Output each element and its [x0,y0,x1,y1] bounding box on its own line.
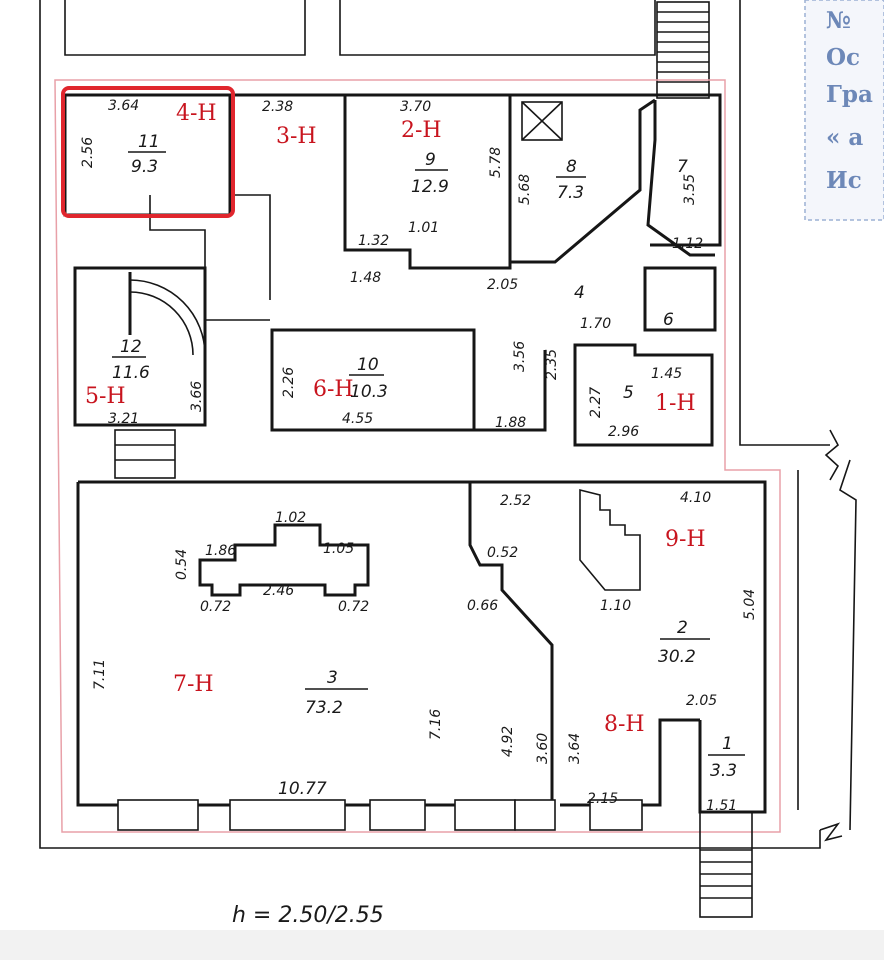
dimension-labels: 3.64 2.56 2.38 3.70 5.78 1.01 1.32 1.48 … [80,98,758,814]
room-2-area: 30.2 [658,647,696,667]
dim-label: 3.64 [567,733,583,764]
bottom-windows [117,799,643,831]
dim-label: 2.05 [686,693,717,709]
dim-label: 4.10 [680,490,711,506]
surrounding-walls [39,0,857,849]
dim-label: 2.38 [262,99,293,115]
dim-label: 5.68 [517,174,533,205]
dim-label: 1.32 [358,233,389,249]
dim-label: 1.86 [205,543,236,559]
room-10-number: 10 [357,355,379,375]
room-10-area: 10.3 [350,382,388,402]
unit-labels: 4-Н 3-Н 2-Н 5-Н 6-Н 1-Н 9-Н 7-Н 8-Н [85,101,706,737]
bottom-strip [0,930,884,960]
room-1-area: 3.3 [710,761,737,781]
room-9-area: 12.9 [411,177,449,197]
unit-6-label: 6-Н [313,377,354,402]
room-5-number: 5 [623,383,634,403]
dim-label: 3.64 [108,98,139,114]
room-labels: 11 9.3 9 12.9 8 7.3 7 4 6 5 12 11.6 10 1… [112,132,745,781]
unit-7-label: 7-Н [173,672,214,697]
room-9-number: 9 [425,150,436,170]
dim-label: 2.52 [500,493,531,509]
stamp-line-1: № [826,7,851,34]
room-8-area: 7.3 [557,183,584,203]
dim-label: 3.66 [189,381,205,412]
stamp-line-2: Ос [826,44,860,71]
dim-label: 2.05 [487,277,518,293]
room-2-number: 2 [677,618,688,638]
dim-label: 0.52 [487,545,518,561]
unit-3-label: 3-Н [276,124,317,149]
highlight-unit-4 [61,86,235,218]
dim-label: 2.46 [263,583,294,599]
dim-label: 1.45 [651,366,682,382]
entrance-stairs [114,429,753,918]
dim-label: 0.66 [467,598,498,614]
room-7-number: 7 [677,157,688,177]
room-11-number: 11 [138,132,160,152]
dim-label: 0.72 [338,599,369,615]
room-12-number: 12 [120,337,142,357]
unit-5-label: 5-Н [85,384,126,409]
dim-label: 1.48 [350,270,381,286]
room-12-area: 11.6 [112,363,150,383]
room-8-number: 8 [566,157,577,177]
dim-label: 1.88 [495,415,526,431]
room-1-number: 1 [722,734,733,754]
dim-label: 3.55 [682,174,698,205]
stamp-line-4: « а [826,124,863,151]
stamp-block: № Ос Гра « а Ис [804,0,884,221]
room-11-area: 9.3 [131,157,158,177]
room-4-number: 4 [574,283,585,303]
stamp-line-3: Гра [826,81,873,108]
unit-2-label: 2-Н [401,118,442,143]
ceiling-height-note: h = 2.50/2.55 [232,903,384,928]
room-3-area: 73.2 [305,698,343,718]
dim-label: 7.11 [92,659,108,690]
fixture [521,101,563,141]
dim-label: 1.51 [706,798,737,814]
dim-label: 5.04 [742,589,758,620]
dim-label: 0.54 [174,549,190,580]
room-6-number: 6 [663,310,674,330]
dim-label: 2.96 [608,424,639,440]
dim-label: 4.92 [500,726,516,757]
stamp-line-5: Ис [826,167,862,194]
dim-label: 2.35 [544,349,560,380]
top-stairs [656,1,710,99]
dim-label: 2.56 [80,137,96,168]
dim-label: 2.27 [588,387,604,418]
unit-4-label: 4-Н [176,101,217,126]
unit-9-label: 9-Н [665,527,706,552]
room-3-number: 3 [327,668,338,688]
dim-label: 1.05 [323,541,354,557]
dim-label: 4.55 [342,411,373,427]
premises-boundary [54,79,781,833]
dim-label: 0.72 [200,599,231,615]
dim-label: 1.12 [672,236,703,252]
dim-label: 2.15 [587,791,618,807]
unit-8-label: 8-Н [604,712,645,737]
dim-label: 1.02 [275,510,306,526]
dim-label: 3.70 [400,99,431,115]
dim-label: 1.01 [408,220,439,236]
dim-label: 3.56 [512,341,528,372]
dim-label: 1.10 [600,598,631,614]
dim-label: 5.78 [488,147,504,178]
unit-1-label: 1-Н [655,391,696,416]
dim-label: 10.77 [278,779,327,799]
dim-label: 7.16 [428,709,444,740]
dim-label: 1.70 [580,316,611,332]
dim-label: 2.26 [281,367,297,398]
interior-walls [63,93,767,814]
dim-label: 3.21 [108,411,139,427]
door-arc [128,272,206,356]
dim-label: 3.60 [535,733,551,764]
